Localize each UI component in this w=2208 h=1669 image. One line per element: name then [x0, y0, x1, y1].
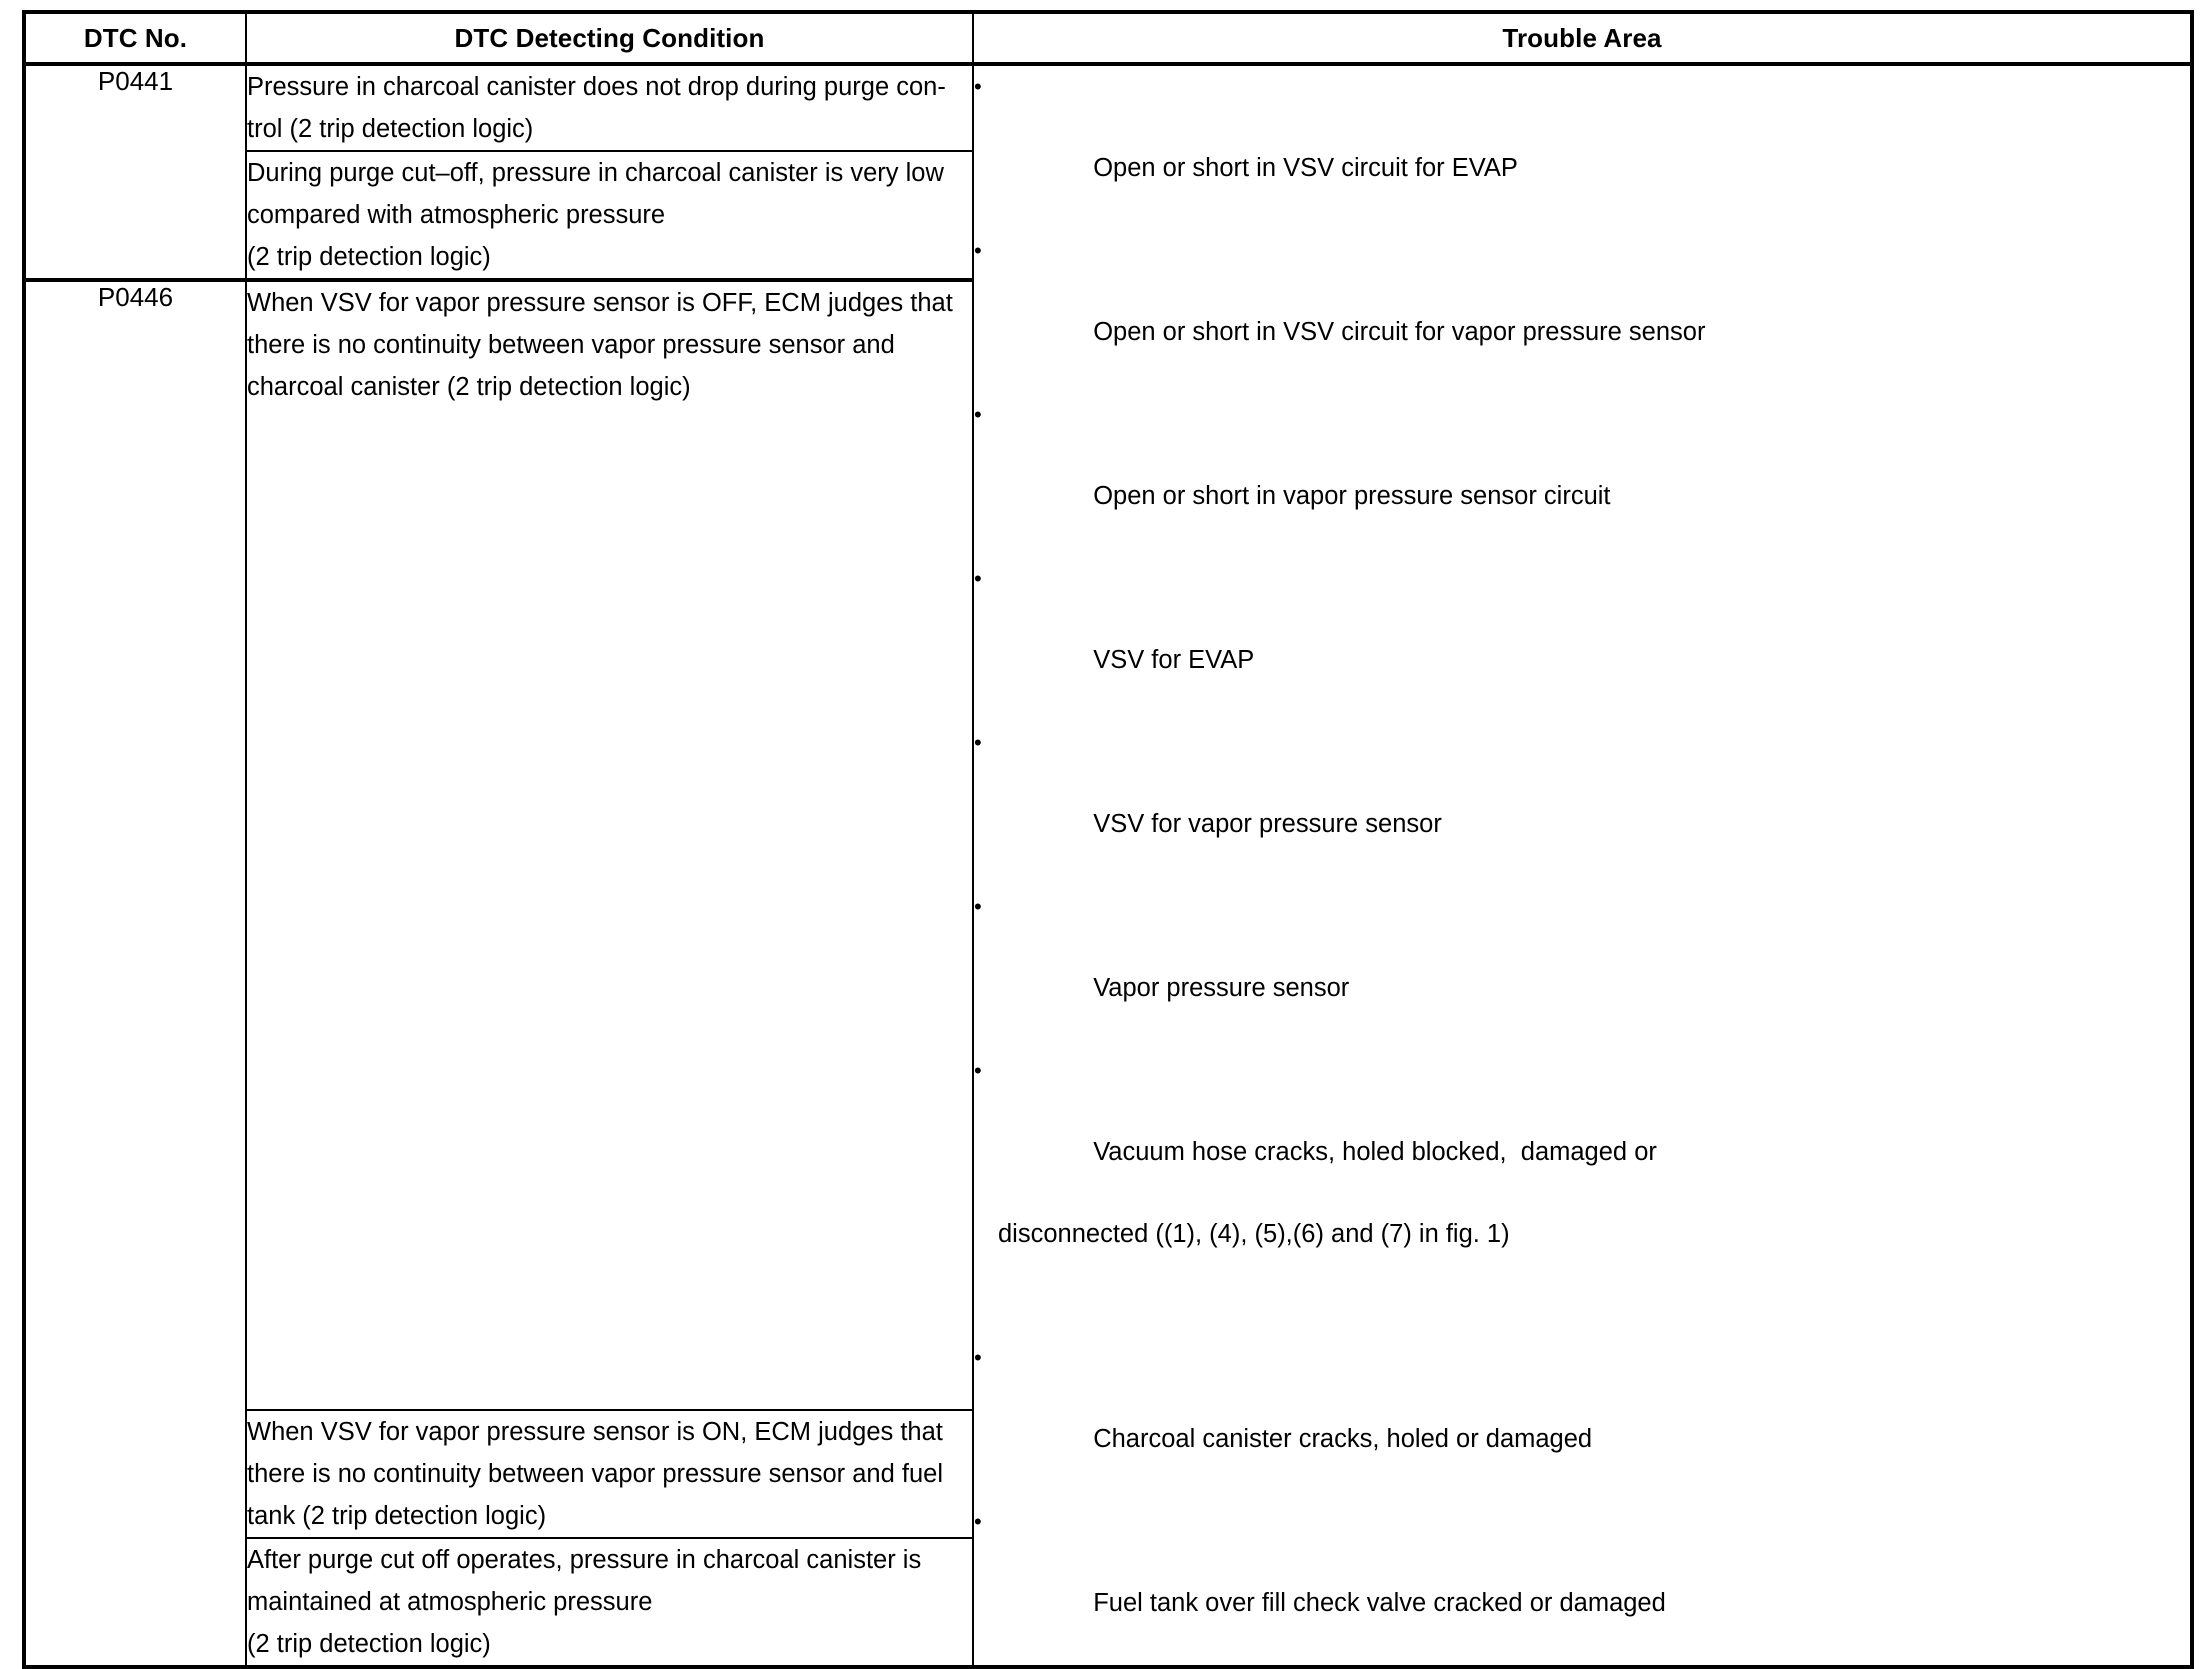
- condition-line: Pressure in charcoal canister does not d…: [247, 73, 946, 101]
- bullet-icon: •: [974, 894, 982, 919]
- condition-line: maintained at atmospheric pressure: [247, 1588, 653, 1616]
- table-header: DTC No. DTC Detecting Condition Trouble …: [23, 11, 2193, 66]
- list-item: • Open or short in VSV circuit for EVAP: [974, 66, 2190, 230]
- bullet-icon: •: [974, 566, 982, 591]
- condition-line: (2 trip detection logic): [247, 1630, 491, 1658]
- trouble-area-text: Vacuum hose cracks, holed blocked, damag…: [1093, 1138, 1657, 1166]
- table-header-row: DTC No. DTC Detecting Condition Trouble …: [23, 11, 2193, 66]
- column-header-detecting-condition: DTC Detecting Condition: [245, 11, 974, 66]
- detecting-condition-cell: Pressure in charcoal canister does not d…: [245, 62, 974, 152]
- list-item: • Fuel tank over fill check valve cracke…: [974, 1501, 2190, 1665]
- dtc-number-label: P0441: [97, 66, 174, 96]
- trouble-area-text: Vapor pressure sensor: [1093, 974, 1350, 1002]
- trouble-area-text: Charcoal canister cracks, holed or damag…: [1093, 1425, 1593, 1453]
- list-item: • Vacuum hose cracks, holed blocked, dam…: [974, 1050, 2190, 1337]
- dtc-number-label: P0446: [97, 282, 174, 312]
- column-header-trouble-area-label: Trouble Area: [1502, 23, 1662, 53]
- bullet-icon: •: [974, 238, 982, 263]
- table-body: P0441 Pressure in charcoal canister does…: [23, 62, 2193, 1668]
- bullet-icon: •: [974, 402, 982, 427]
- condition-line: When VSV for vapor pressure sensor is OF…: [247, 289, 953, 317]
- trouble-area-list: • Open or short in VSV circuit for EVAP …: [974, 66, 2190, 1665]
- trouble-area-text-continued: disconnected ((1), (4), (5),(6) and (7) …: [998, 1220, 1510, 1248]
- list-item: • VSV for vapor pressure sensor: [974, 722, 2190, 886]
- table-row: P0441 Pressure in charcoal canister does…: [23, 62, 2193, 1668]
- trouble-area-text: Open or short in vapor pressure sensor c…: [1093, 482, 1611, 510]
- condition-line: tank (2 trip detection logic): [247, 1502, 547, 1530]
- dtc-number-cell-p0441: P0441: [23, 62, 247, 281]
- bullet-icon: •: [974, 1509, 982, 1534]
- condition-line: there is no continuity between vapor pre…: [247, 331, 895, 359]
- condition-line: compared with atmospheric pressure: [247, 201, 666, 229]
- condition-line: charcoal canister (2 trip detection logi…: [247, 373, 691, 401]
- detecting-condition-cell: After purge cut off operates, pressure i…: [245, 1537, 974, 1668]
- detecting-condition-cell: When VSV for vapor pressure sensor is ON…: [245, 1409, 974, 1539]
- table-row: During purge cut–off, pressure in charco…: [24, 150, 2192, 281]
- bullet-icon: •: [974, 730, 982, 755]
- document-page: DTC No. DTC Detecting Condition Trouble …: [22, 10, 2194, 1669]
- list-item: • Open or short in vapor pressure sensor…: [974, 394, 2190, 558]
- trouble-area-text: VSV for vapor pressure sensor: [1093, 810, 1442, 838]
- condition-line: After purge cut off operates, pressure i…: [247, 1546, 922, 1574]
- bullet-icon: •: [974, 74, 982, 99]
- list-item: • Vapor pressure sensor: [974, 886, 2190, 1050]
- list-item: • Open or short in VSV circuit for vapor…: [974, 230, 2190, 394]
- condition-line: there is no continuity between vapor pre…: [247, 1460, 943, 1488]
- trouble-area-text: Fuel tank over fill check valve cracked …: [1093, 1589, 1666, 1617]
- dtc-number-cell-p0446: P0446: [23, 278, 247, 1668]
- condition-line: (2 trip detection logic): [247, 243, 491, 271]
- detecting-condition-cell: During purge cut–off, pressure in charco…: [245, 150, 974, 281]
- trouble-area-text: Open or short in VSV circuit for EVAP: [1093, 154, 1518, 182]
- detecting-condition-cell: When VSV for vapor pressure sensor is OF…: [245, 278, 974, 1411]
- condition-line: trol (2 trip detection logic): [247, 115, 534, 143]
- bullet-icon: •: [974, 1058, 982, 1083]
- trouble-area-text: VSV for EVAP: [1093, 646, 1255, 674]
- column-header-detecting-condition-label: DTC Detecting Condition: [454, 23, 765, 53]
- bullet-icon: •: [974, 1345, 982, 1370]
- list-item: • Charcoal canister cracks, holed or dam…: [974, 1337, 2190, 1501]
- condition-line: During purge cut–off, pressure in charco…: [247, 159, 944, 187]
- column-header-dtc-no: DTC No.: [23, 11, 247, 66]
- column-header-dtc-no-label: DTC No.: [83, 23, 188, 53]
- condition-line: When VSV for vapor pressure sensor is ON…: [247, 1418, 943, 1446]
- trouble-area-cell: • Open or short in VSV circuit for EVAP …: [972, 63, 2193, 1668]
- column-header-trouble-area: Trouble Area: [972, 11, 2193, 66]
- trouble-area-text: Open or short in VSV circuit for vapor p…: [1093, 318, 1706, 346]
- list-item: • VSV for EVAP: [974, 558, 2190, 722]
